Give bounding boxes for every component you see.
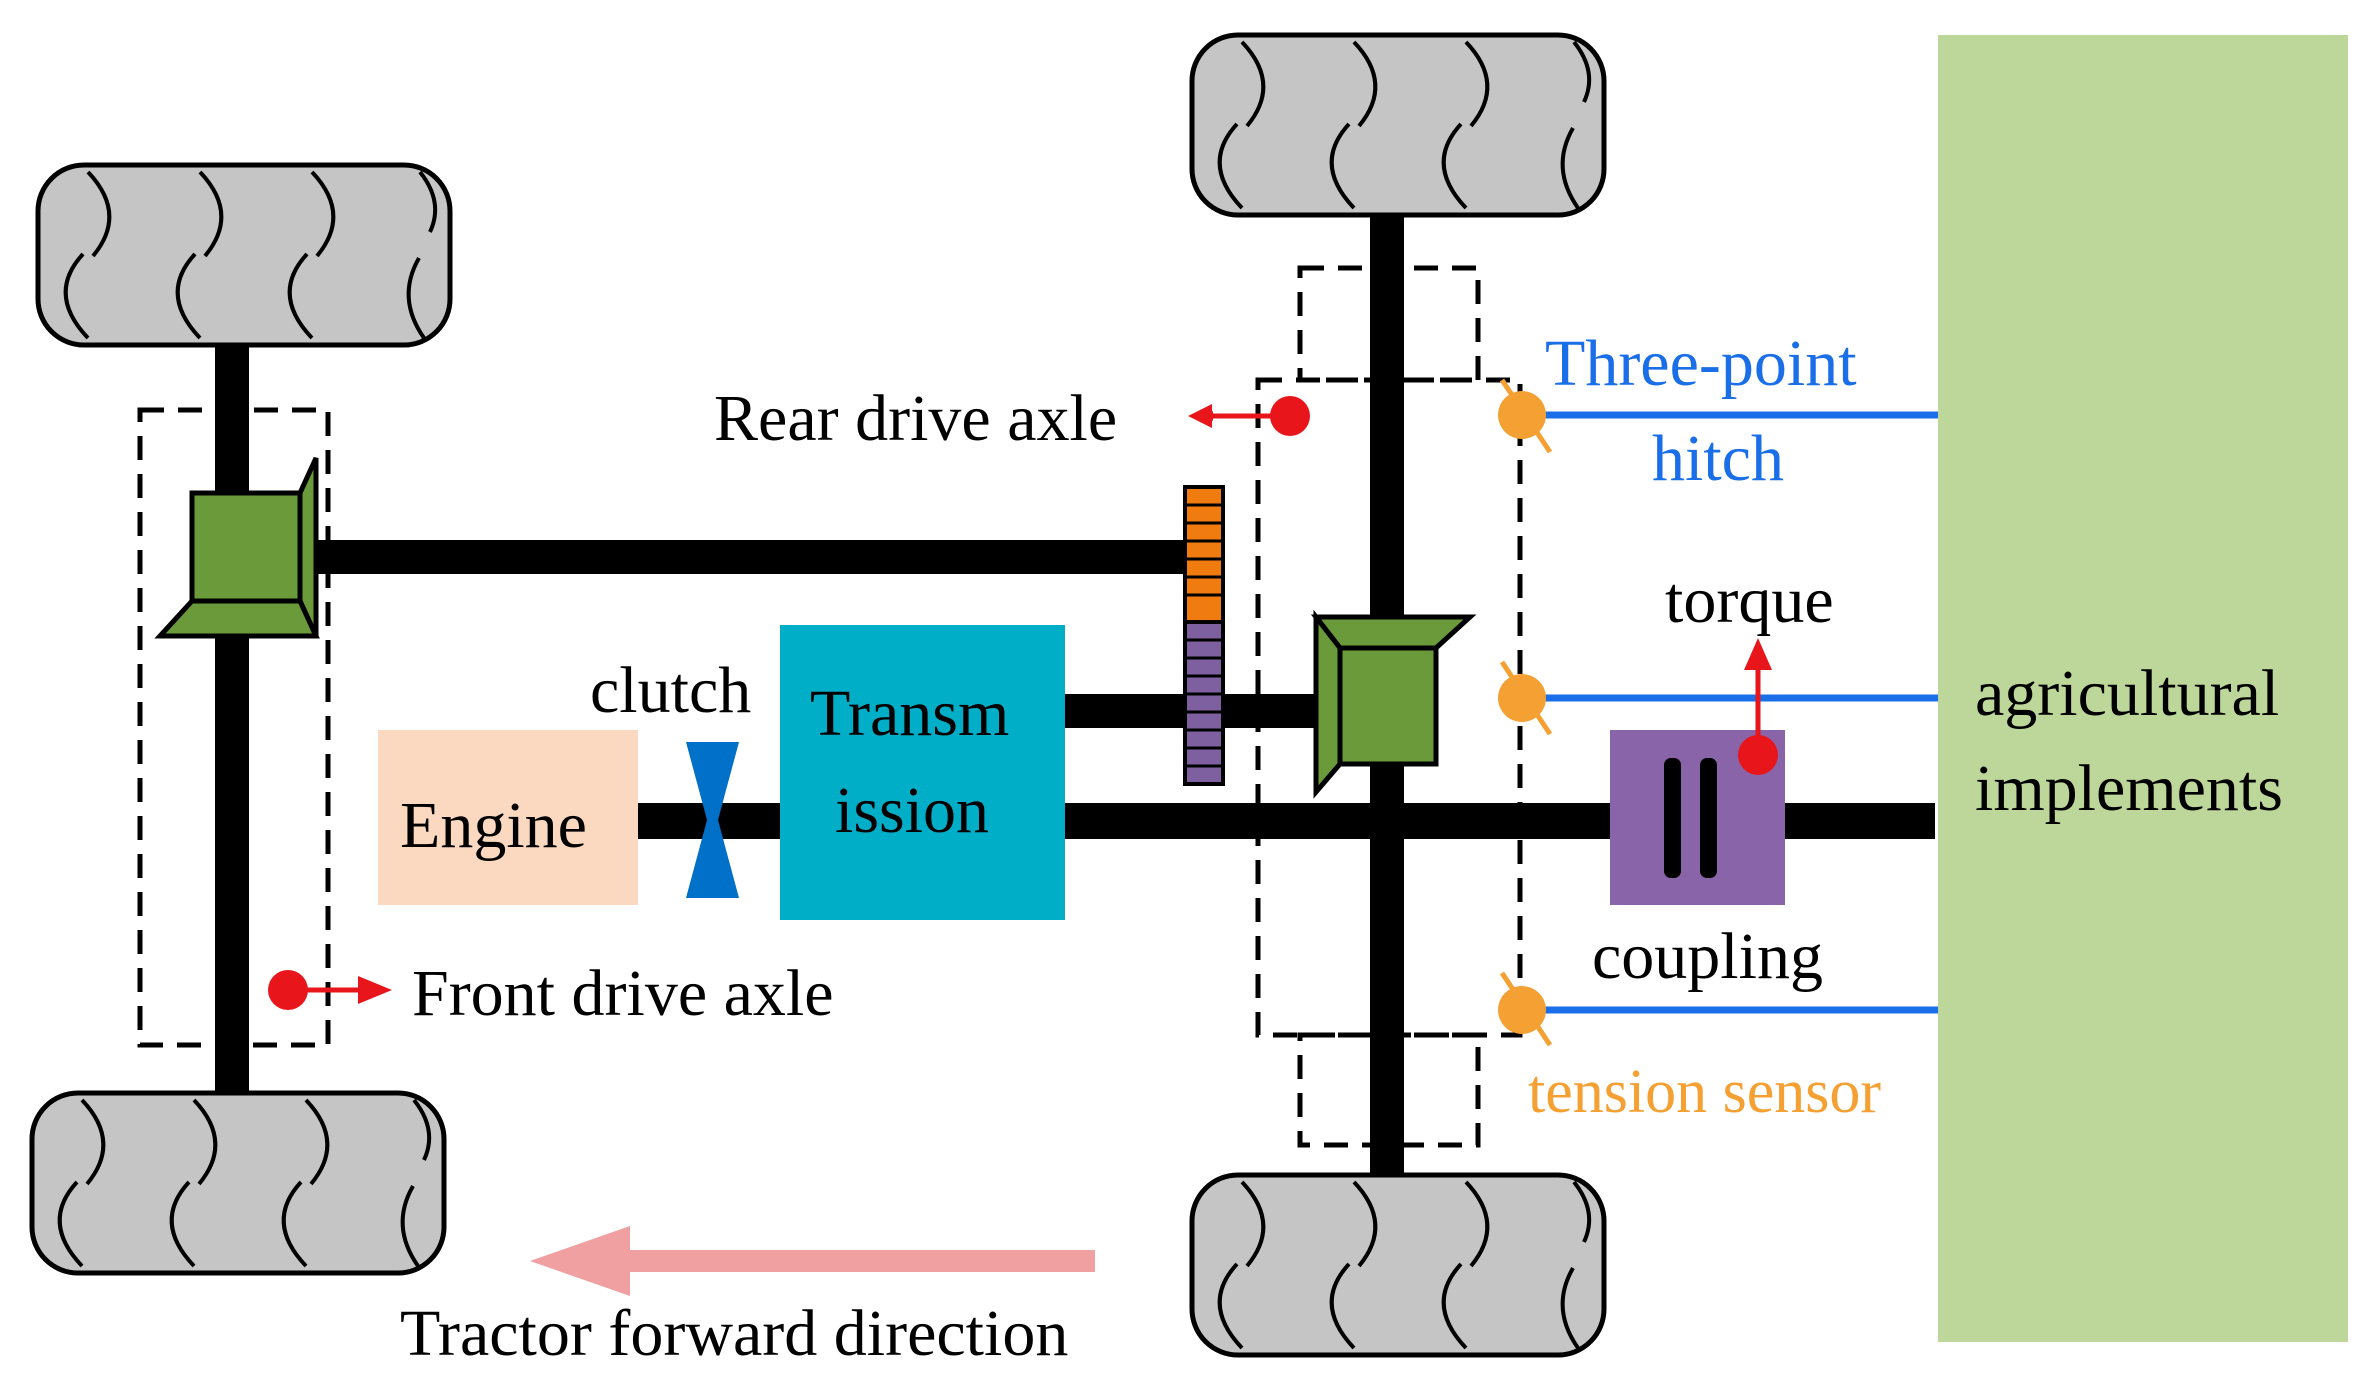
tension-sensor-icon	[1498, 971, 1938, 1047]
rear-differential	[1310, 609, 1477, 799]
rear-drive-axle-label: Rear drive axle	[714, 382, 1117, 455]
three-point-hitch-label-2: hitch	[1652, 422, 1784, 495]
tire-tread-icon	[63, 170, 438, 340]
tire-tread-icon	[1217, 40, 1592, 210]
front-drive-axle-label: Front drive axle	[412, 957, 834, 1030]
rear-axle-housing-top	[1297, 265, 1481, 383]
red-dot-arrow-icon	[268, 970, 392, 1010]
front-right-wheel	[29, 1090, 447, 1276]
forward-direction-label: Tractor forward direction	[400, 1297, 1068, 1370]
propeller-shaft	[300, 540, 1190, 574]
front-differential	[154, 456, 320, 639]
front-axle-shaft	[215, 335, 249, 1095]
rear-right-wheel	[1189, 1172, 1607, 1358]
engine-label: Engine	[400, 789, 587, 862]
engine-block	[378, 730, 638, 905]
tire-tread-icon	[57, 1098, 432, 1268]
front-axle-housing	[137, 407, 331, 1048]
coupling-plate-right	[1700, 758, 1717, 878]
gear-orange	[1183, 485, 1225, 624]
implement-panel	[1938, 35, 2348, 1342]
clutch-symbol	[686, 742, 739, 898]
rear-left-wheel	[1189, 32, 1607, 218]
three-point-hitch-label-1: Three-point	[1545, 327, 1857, 400]
transmission-block	[780, 625, 1065, 920]
clutch-label: clutch	[590, 654, 751, 727]
transmission-label-2: ission	[835, 774, 989, 847]
coupling-plate-left	[1664, 758, 1681, 878]
rear-axle-housing-bottom	[1297, 1032, 1481, 1148]
front-left-wheel	[35, 162, 453, 348]
torque-label: torque	[1665, 564, 1834, 637]
red-dot-arrow-icon	[1188, 396, 1310, 436]
agricultural-implements-label-2: implements	[1975, 752, 2283, 825]
gear-purple	[1183, 620, 1225, 786]
transmission-label-1: Transm	[810, 677, 1009, 750]
agricultural-implements-label-1: agricultural	[1975, 657, 2279, 730]
red-dot-arrow-icon	[1738, 638, 1778, 775]
tension-sensor-label: tension sensor	[1528, 1058, 1881, 1126]
tire-tread-icon	[1217, 1180, 1592, 1350]
tension-sensor-icon	[1498, 660, 1938, 736]
forward-direction-arrow	[530, 1226, 1095, 1296]
tension-sensor-icon	[1498, 378, 1938, 454]
coupling-label: coupling	[1592, 920, 1823, 993]
